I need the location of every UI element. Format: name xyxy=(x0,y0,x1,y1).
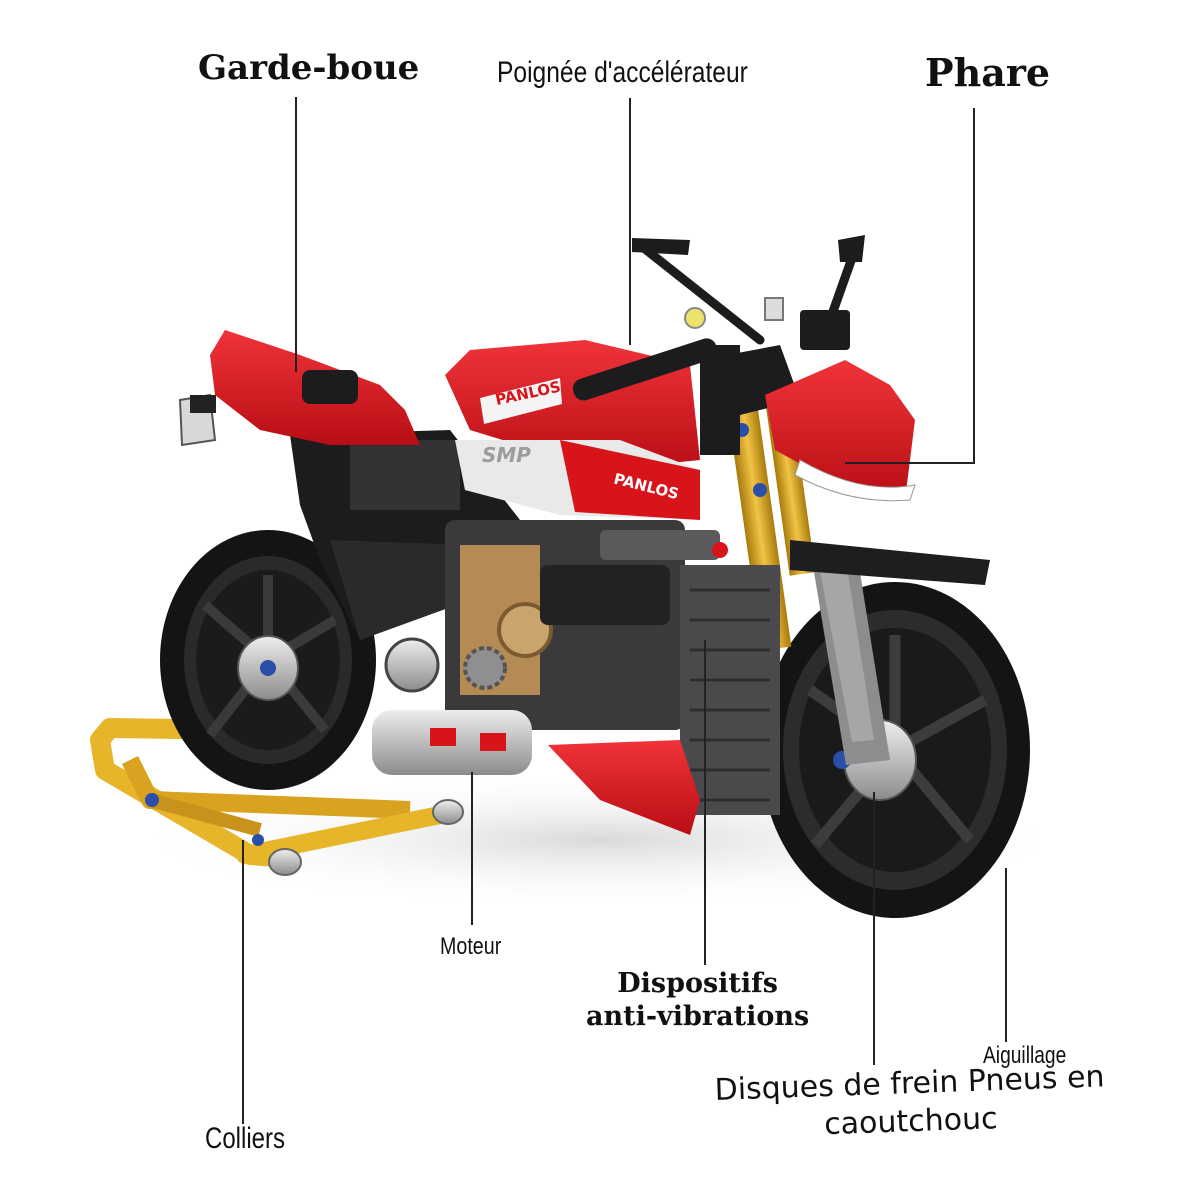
engine xyxy=(372,520,780,815)
label-moteur: Moteur xyxy=(440,933,502,960)
handlebars xyxy=(572,235,865,401)
label-colliers: Colliers xyxy=(205,1122,286,1155)
label-phare: Phare xyxy=(925,50,1051,95)
label-garde-boue: Garde-boue xyxy=(198,48,420,88)
headlight-fairing xyxy=(765,310,916,502)
side-fairing: SMP PANLOS xyxy=(455,440,700,520)
label-aiguillage: Aiguillage xyxy=(983,1042,1067,1069)
tail-section xyxy=(178,330,420,447)
frame xyxy=(290,345,990,640)
label-poignee-accelerateur: Poignée d'accélérateur xyxy=(497,56,748,89)
front-wheel xyxy=(760,582,1030,918)
decal-model: SMP xyxy=(482,443,531,467)
paddock-stand xyxy=(90,718,464,876)
belly-pan xyxy=(548,740,700,835)
label-dispositifs-anti-vibrations: Dispositifs anti-vibrations xyxy=(586,968,809,1034)
rear-wheel xyxy=(160,530,376,790)
label-dispositifs-line1: Dispositifs xyxy=(617,968,778,999)
label-dispositifs-line2: anti-vibrations xyxy=(586,1000,810,1032)
label-disques-pneus: Disques de frein Pneus en caoutchouc xyxy=(714,1058,1106,1147)
leader-lines xyxy=(242,97,1007,1124)
